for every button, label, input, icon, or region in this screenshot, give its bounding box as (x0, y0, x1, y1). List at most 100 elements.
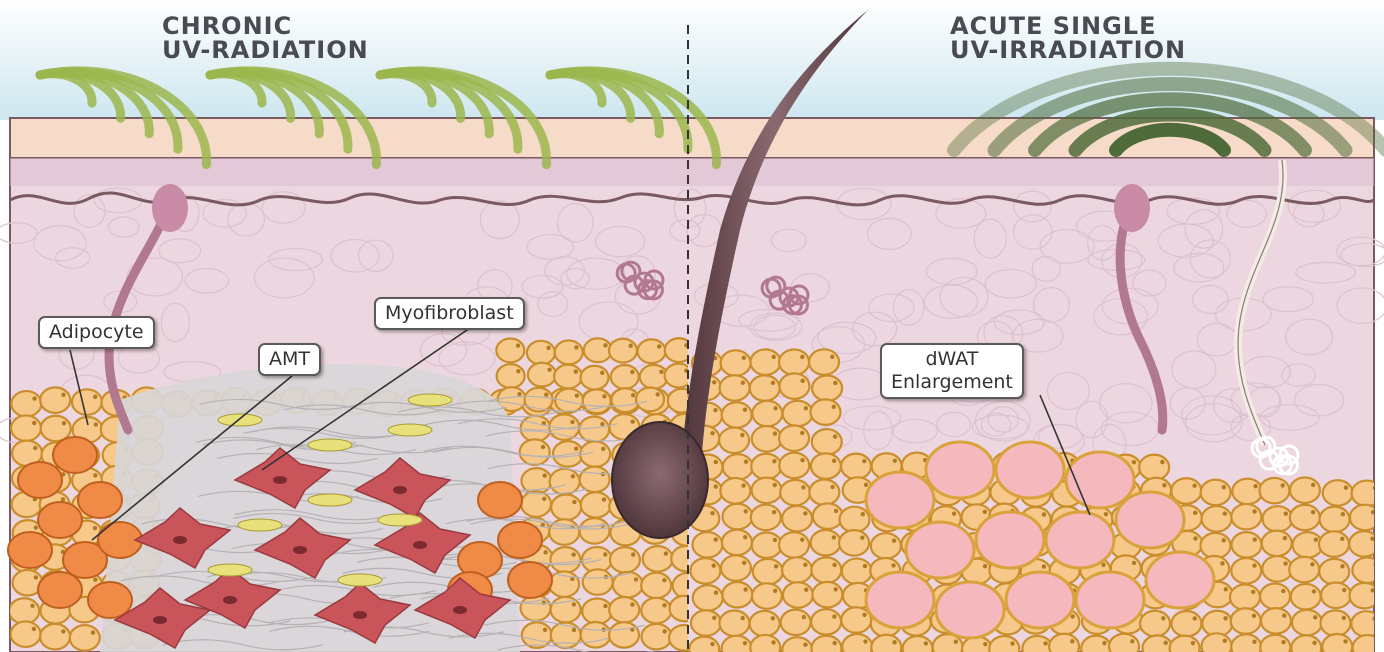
adipocyte-nucleus (743, 535, 747, 539)
adipocyte-nucleus (600, 371, 604, 375)
fibroblast (238, 519, 282, 531)
adipocyte-nucleus (773, 589, 777, 593)
adipocyte-nucleus (1311, 510, 1315, 514)
adipocyte-nucleus (983, 564, 987, 568)
amt-cell (498, 522, 542, 558)
amt-cell (8, 532, 52, 568)
dwat-callout-line2: Enlargement (891, 371, 1013, 394)
adipocyte (751, 505, 781, 531)
acute-uv-heading-line2: UV-IRRADIATION (950, 38, 1186, 62)
adipocyte-nucleus (773, 406, 777, 410)
adipocyte-nucleus (743, 641, 747, 645)
myofibroblast-nucleus (273, 476, 287, 484)
adipocyte (811, 609, 841, 635)
adipocyte-nucleus (710, 511, 714, 515)
adipocyte-nucleus (830, 485, 834, 489)
adipocyte (779, 373, 809, 399)
adipocyte (1320, 507, 1350, 533)
adipocyte-nucleus (1193, 616, 1197, 620)
adipocyte (641, 598, 671, 624)
adipocyte-nucleus (773, 431, 777, 435)
adipocyte (750, 635, 780, 652)
adipocyte-nucleus (664, 551, 668, 555)
adipocyte-nucleus (712, 616, 716, 620)
acute-uv-heading: ACUTE SINGLE UV-IRRADIATION (950, 14, 1186, 62)
adipocyte-nucleus (662, 603, 666, 607)
adipocyte-nucleus (954, 639, 958, 643)
adipocyte-nucleus (802, 615, 806, 619)
adipocyte-nucleus (1132, 561, 1136, 565)
adipocyte-nucleus (1223, 511, 1227, 515)
adipocyte (841, 607, 871, 633)
adipocyte-nucleus (1223, 616, 1227, 620)
adipocyte-nucleus (833, 434, 837, 438)
fibroblast (378, 514, 422, 526)
adipocyte (721, 555, 751, 581)
adipocyte-nucleus (833, 587, 837, 591)
adipocyte (779, 349, 809, 375)
adipocyte-nucleus (743, 408, 747, 412)
adipocyte-nucleus (1252, 509, 1256, 513)
adipocyte (1142, 635, 1172, 652)
adipocyte-nucleus (570, 420, 574, 424)
adipocyte (779, 453, 809, 479)
adipocyte (497, 364, 525, 388)
adipocyte (522, 622, 552, 648)
adipocyte-nucleus (543, 473, 547, 477)
adipocyte (1322, 634, 1352, 652)
adipocyte-nucleus (602, 394, 606, 398)
adipocyte-nucleus (1252, 563, 1256, 567)
adipocyte-nucleus (1130, 639, 1134, 643)
adipocyte-nucleus (34, 525, 38, 529)
adipocyte (550, 469, 580, 495)
adipocyte-nucleus (1311, 483, 1315, 487)
adipocyte-nucleus (572, 500, 576, 504)
adipocyte (11, 621, 41, 647)
adipocyte (11, 415, 41, 441)
adipocyte-nucleus (743, 587, 747, 591)
adipocyte (813, 503, 843, 529)
adipocyte (1351, 611, 1381, 637)
myofibroblast-nucleus (393, 486, 407, 494)
myofibroblast-nucleus (453, 606, 467, 614)
adipocyte-nucleus (1070, 614, 1074, 618)
adipocyte-nucleus (94, 422, 98, 426)
adipocyte (1170, 636, 1200, 652)
adipocyte (1231, 634, 1261, 652)
adipocyte (1232, 479, 1262, 505)
enlarged-adipocyte (1146, 552, 1214, 608)
adipocyte-nucleus (572, 628, 576, 632)
adipocyte (1292, 610, 1322, 636)
hair-bulb (612, 422, 708, 538)
adipocyte (579, 518, 609, 544)
adipocyte (781, 610, 811, 636)
adipocyte (871, 533, 901, 559)
adipocyte-nucleus (630, 370, 634, 374)
adipocyte (1263, 506, 1293, 532)
adipocyte (1261, 608, 1291, 634)
adipocyte-nucleus (741, 381, 745, 385)
enlarged-adipocyte (1006, 572, 1074, 628)
adipocyte (752, 532, 782, 558)
adipocyte-nucleus (656, 392, 660, 396)
adipocyte (1352, 481, 1382, 507)
myofibroblast-callout: Myofibroblast (374, 297, 525, 330)
adipocyte-nucleus (516, 343, 520, 347)
enlarged-adipocyte (1046, 512, 1114, 568)
adipocyte (779, 425, 809, 451)
adipocyte-nucleus (1101, 563, 1105, 567)
adipocyte (637, 339, 665, 363)
adipocyte-nucleus (1283, 536, 1287, 540)
adipocyte (1291, 584, 1321, 610)
adipocyte-nucleus (1252, 614, 1256, 618)
adipocyte-nucleus (1312, 641, 1316, 645)
adipocyte-nucleus (1340, 564, 1344, 568)
adipocyte-nucleus (1132, 460, 1136, 464)
myofibroblast-nucleus (223, 596, 237, 604)
adipocyte-nucleus (861, 512, 865, 516)
adipocyte (811, 636, 841, 652)
myofibroblast-nucleus (293, 546, 307, 554)
adipocyte-nucleus (572, 602, 576, 606)
adipocyte-nucleus (1224, 587, 1228, 591)
adipocyte-nucleus (832, 641, 836, 645)
